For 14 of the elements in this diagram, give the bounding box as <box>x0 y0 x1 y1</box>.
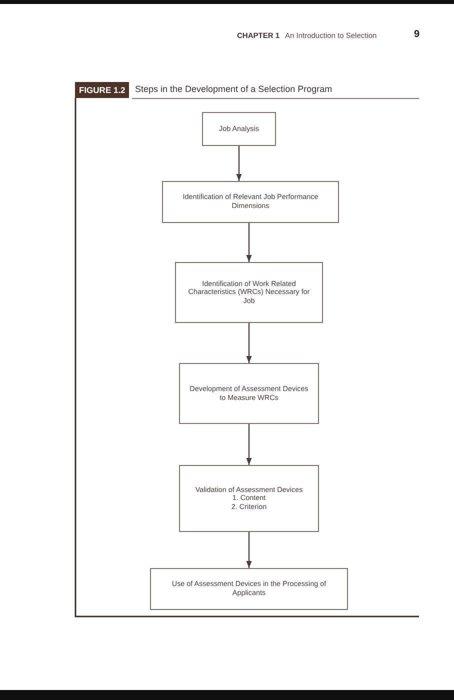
arrow <box>246 532 252 568</box>
process-box <box>202 112 276 146</box>
process-box <box>150 568 348 610</box>
arrow <box>246 323 252 363</box>
arrow <box>236 146 242 181</box>
arrow <box>246 424 252 465</box>
process-box <box>179 465 319 532</box>
figure-number: FIGURE 1.2 <box>75 82 130 98</box>
process-box <box>179 363 319 424</box>
process-box <box>175 262 323 323</box>
page-number: 9 <box>414 29 420 40</box>
process-box <box>162 181 339 223</box>
figure-title: Steps in the Development of a Selection Program <box>135 84 332 94</box>
arrow <box>246 223 252 262</box>
